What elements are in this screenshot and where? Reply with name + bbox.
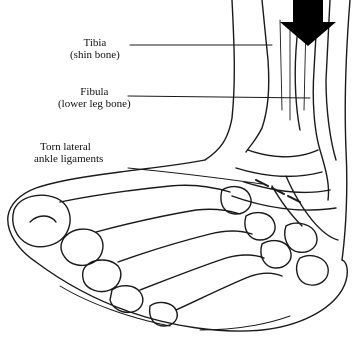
third-toe xyxy=(83,260,121,292)
big-toe xyxy=(13,195,70,246)
tibia-name: Tibia xyxy=(70,37,120,49)
ligament-label-line2: ankle ligaments xyxy=(34,153,103,165)
fibula-label: Fibula (lower leg bone) xyxy=(58,86,131,110)
leg-outline-left xyxy=(205,0,234,160)
fibula-description: (lower leg bone) xyxy=(58,98,131,110)
ligament-label: Torn lateral ankle ligaments xyxy=(34,141,103,165)
fibula-name: Fibula xyxy=(58,86,131,98)
ligament-label-line1: Torn lateral xyxy=(34,141,103,153)
tibia-bone xyxy=(246,0,269,152)
tibia-label: Tibia (shin bone) xyxy=(70,37,120,61)
tibia-description: (shin bone) xyxy=(70,49,120,61)
fourth-toe xyxy=(110,286,143,313)
leg-outline-right xyxy=(342,0,350,260)
fibula-leader xyxy=(128,96,310,98)
